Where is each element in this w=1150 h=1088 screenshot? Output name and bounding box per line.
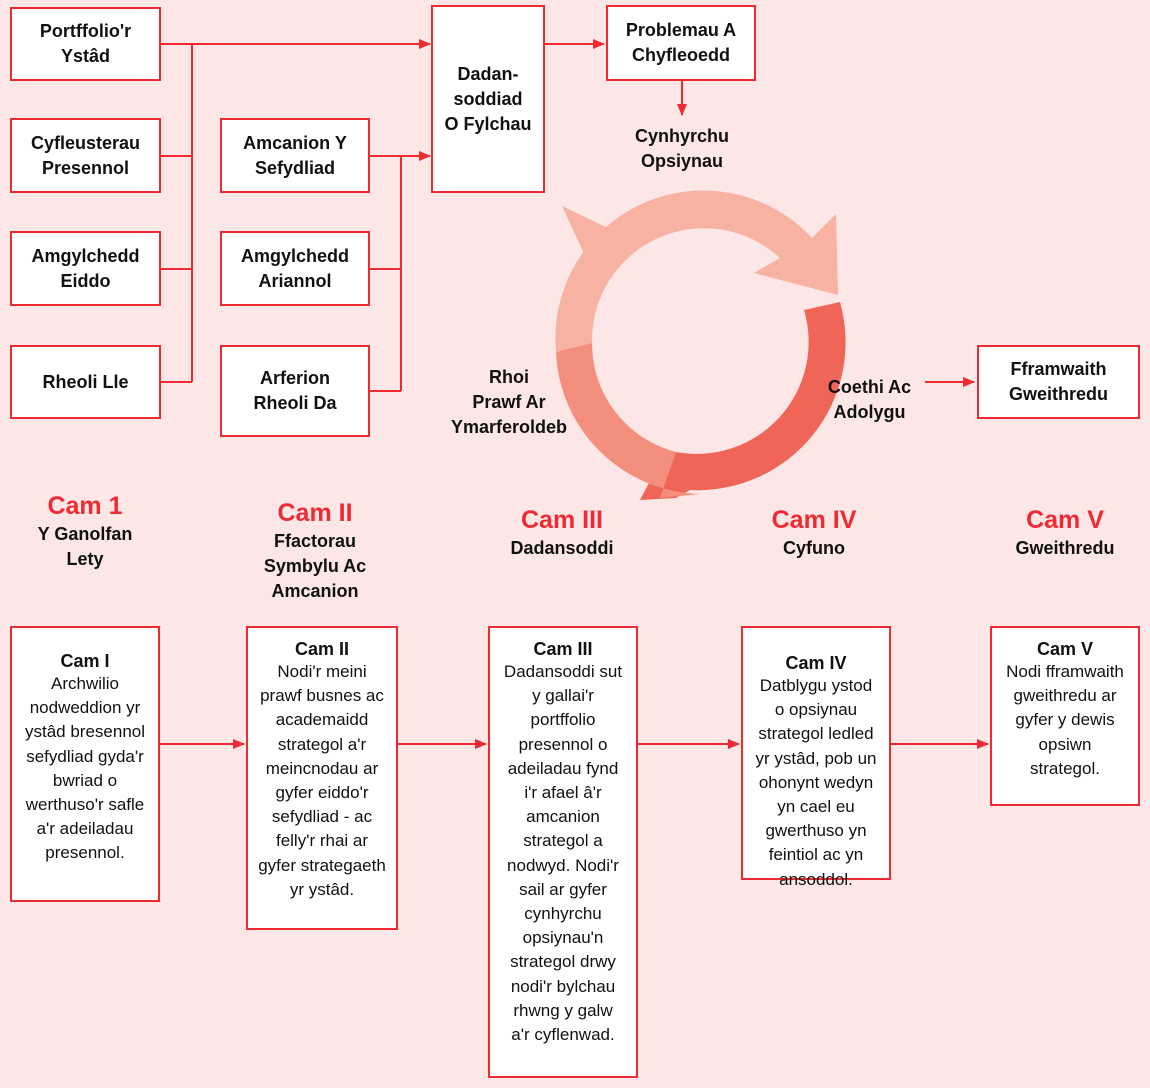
- stage-description-5: Cam V Nodi fframwaith gweithredu ar gyfe…: [990, 626, 1140, 806]
- description-text: Nodi'r meini prawf busnes ac academaidd …: [258, 662, 386, 899]
- box-label: Arferion Rheoli Da: [253, 368, 337, 413]
- box-label: Problemau A Chyfleoedd: [625, 20, 737, 65]
- stage-heading-5: Cam V Gweithredu: [990, 504, 1140, 561]
- box-label: Portffolio'r Ystâd: [39, 21, 132, 66]
- cycle-arrows-graphic: [555, 190, 846, 500]
- box-label: Rheoli Lle: [42, 371, 129, 392]
- input-box-good-management-practice: Arferion Rheoli Da: [220, 345, 370, 437]
- description-title: Cam V: [1036, 639, 1094, 659]
- stage-subtitle: Gweithredu: [1015, 538, 1115, 558]
- input-box-property-environment: Amgylchedd Eiddo: [10, 231, 161, 306]
- stage-subtitle: Ffactorau Symbylu Ac Amcanion: [263, 531, 367, 601]
- input-box-current-facilities: Cyfleusterau Presennol: [10, 118, 161, 193]
- box-label: Cyfleusterau Presennol: [30, 132, 141, 178]
- box-label: Fframwaith Gweithredu: [1008, 359, 1108, 404]
- stage-title: Cam III: [521, 506, 603, 534]
- description-text: Nodi fframwaith gweithredu ar gyfer y de…: [1006, 662, 1124, 778]
- description-text: Dadansoddi sut y gallai'r portffolio pre…: [503, 662, 623, 1045]
- box-label: Amcanion Y Sefydliad: [243, 132, 347, 178]
- cycle-arrow-upper: [555, 190, 838, 352]
- stage-title: Cam V: [1026, 506, 1104, 534]
- stage-heading-4: Cam IV Cyfuno: [739, 504, 889, 561]
- description-title: Cam I: [60, 651, 110, 671]
- input-box-estate-portfolio: Portffolio'r Ystâd: [10, 7, 161, 81]
- input-box-financial-environment: Amgylchedd Ariannol: [220, 231, 370, 306]
- refine-review-label: Coethi Ac Adolygu: [827, 377, 912, 422]
- box-label: Amgylchedd Eiddo: [31, 245, 140, 291]
- description-title: Cam II: [294, 639, 350, 659]
- box-label: Dadan- soddiad O Fylchau: [444, 63, 532, 134]
- cycle-arrow-left: [556, 343, 700, 498]
- gap-analysis-box: Dadan- soddiad O Fylchau: [431, 5, 545, 193]
- description-text: Datblygu ystod o opsiynau strategol ledl…: [755, 676, 877, 889]
- box-label: Amgylchedd Ariannol: [240, 245, 350, 291]
- description-text: Archwilio nodweddion yr ystâd bresennol …: [24, 674, 146, 863]
- cycle-arrow-lower: [640, 302, 846, 500]
- stage-subtitle: Y Ganolfan Lety: [37, 524, 133, 569]
- stage-subtitle: Dadansoddi: [510, 538, 614, 558]
- stage-title: Cam 1: [47, 492, 123, 520]
- test-feasibility-label: Rhoi Prawf Ar Ymarferoldeb: [450, 367, 568, 437]
- stage-title: Cam II: [277, 499, 353, 527]
- stage-title: Cam IV: [771, 506, 857, 534]
- description-title: Cam III: [533, 639, 593, 659]
- description-title: Cam IV: [785, 653, 847, 673]
- stage-description-1: Cam I Archwilio nodweddion yr ystâd bres…: [10, 626, 160, 902]
- input-box-space-management: Rheoli Lle: [10, 345, 161, 419]
- stage-heading-1: Cam 1 Y Ganolfan Lety: [10, 490, 160, 572]
- stage-heading-3: Cam III Dadansoddi: [486, 504, 638, 561]
- stage-heading-2: Cam II Ffactorau Symbylu Ac Amcanion: [240, 497, 390, 604]
- stage-description-4: Cam IV Datblygu ystod o opsiynau strateg…: [741, 626, 891, 889]
- stage-description-3: Cam III Dadansoddi sut y gallai'r portff…: [488, 626, 638, 1078]
- framework-box: Fframwaith Gweithredu: [977, 345, 1140, 419]
- input-box-organisation-objectives: Amcanion Y Sefydliad: [220, 118, 370, 193]
- stage-subtitle: Cyfuno: [783, 538, 845, 558]
- stage-description-2: Cam II Nodi'r meini prawf busnes ac acad…: [246, 626, 398, 930]
- generate-options-label: Cynhyrchu Opsiynau: [634, 126, 730, 171]
- problems-opportunities-box: Problemau A Chyfleoedd: [606, 5, 756, 81]
- cycle-arrow-left-head: [562, 206, 616, 258]
